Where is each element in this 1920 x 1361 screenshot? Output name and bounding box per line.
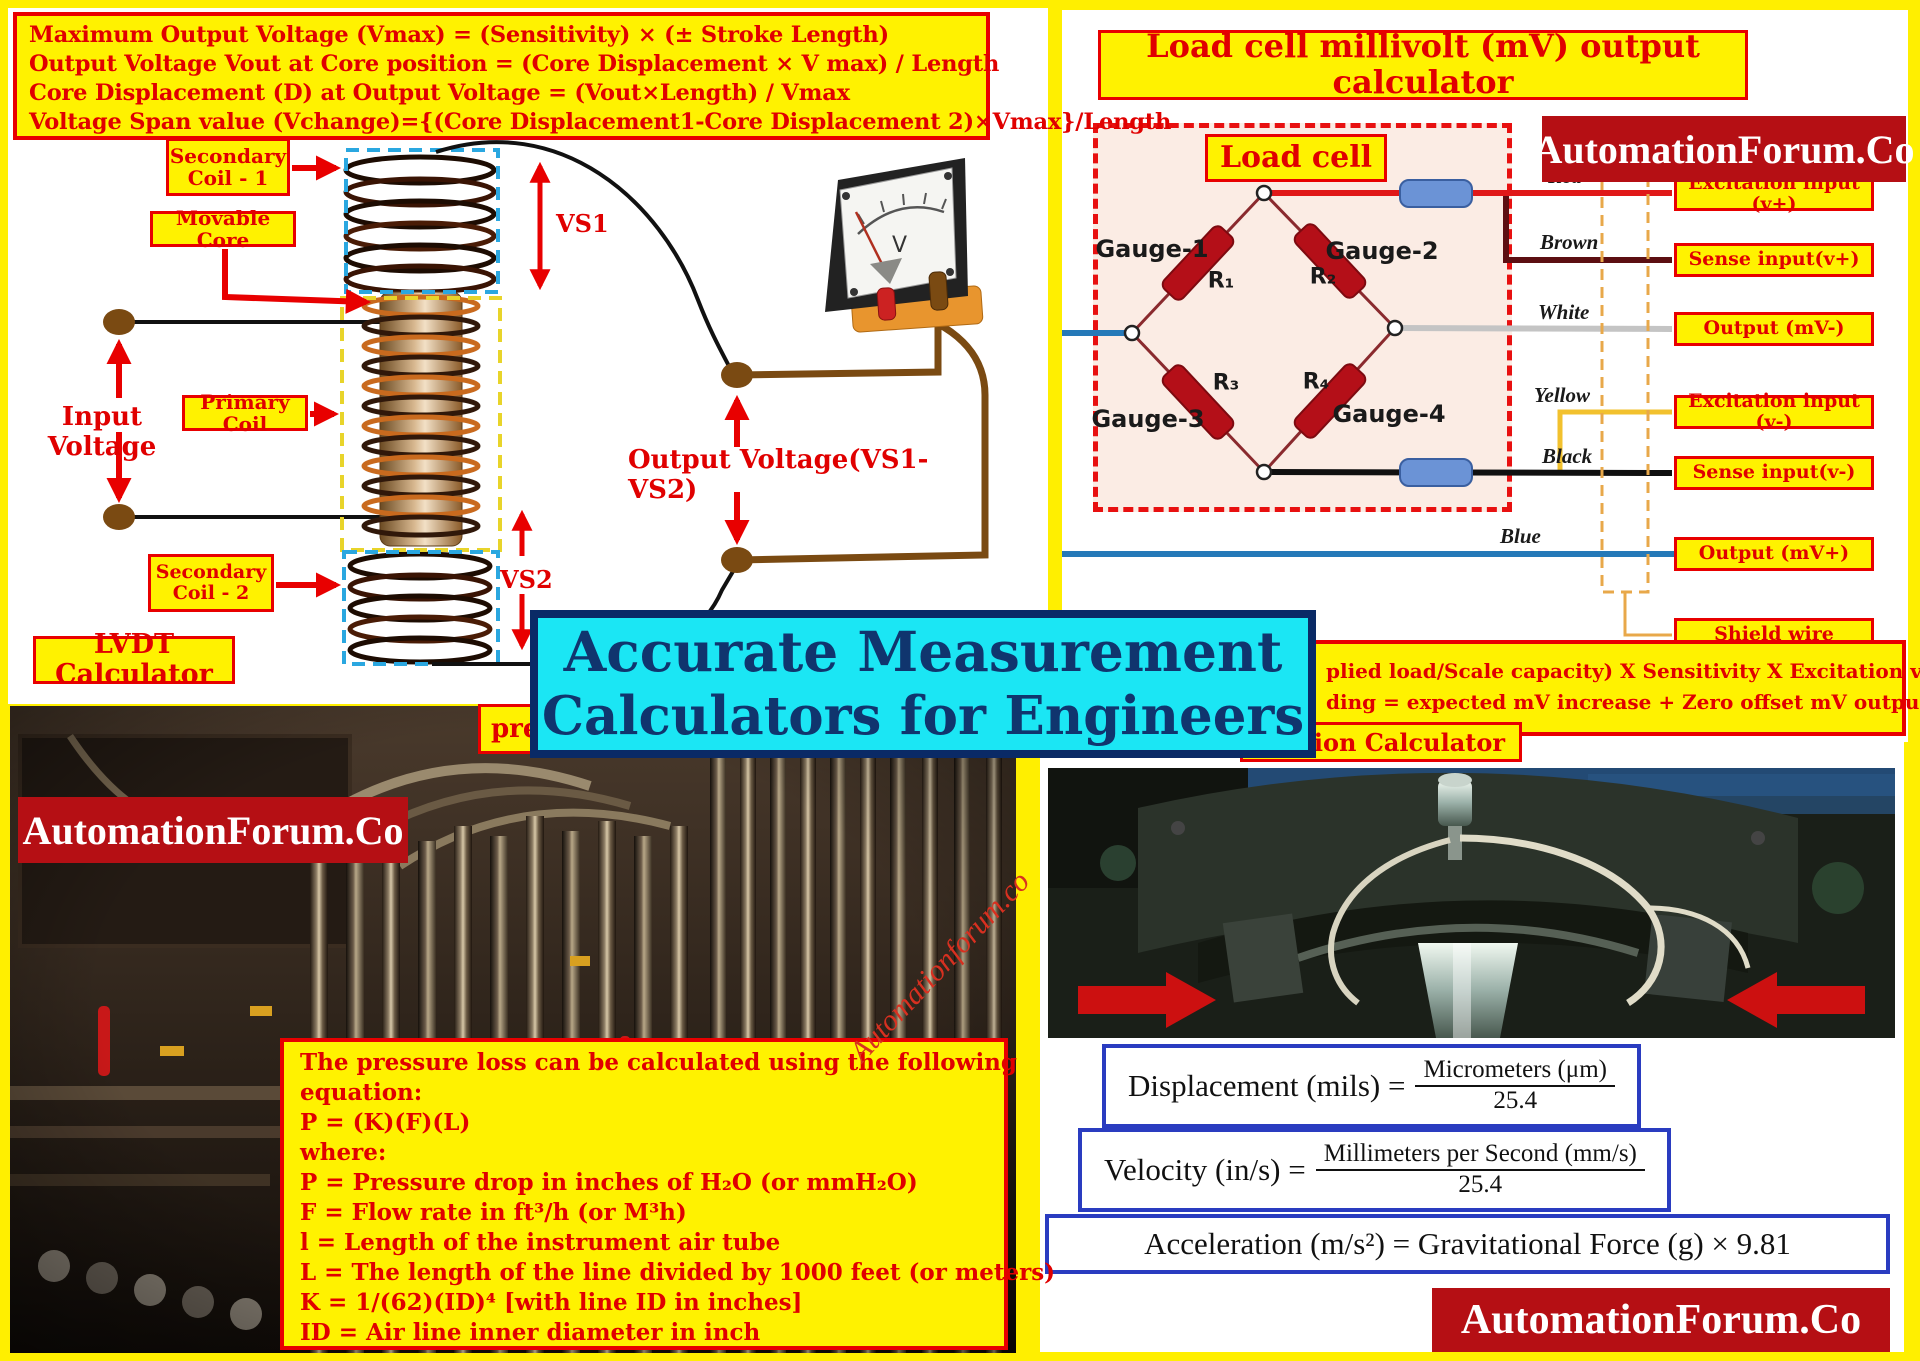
label-secondary-coil-1: Secondary Coil - 1 bbox=[166, 138, 290, 196]
displacement-formula: Displacement (mils) = Micrometers (μm) 2… bbox=[1102, 1044, 1641, 1128]
wire-name-black: Black bbox=[1542, 444, 1593, 468]
wire-blue bbox=[1062, 330, 1680, 557]
vibration-title-partial: sion Calculator bbox=[1240, 722, 1522, 762]
red-arrow-right bbox=[1727, 972, 1865, 1028]
terminal-sense-plus: Sense input(v+) bbox=[1674, 243, 1874, 277]
vs1-label: VS1 bbox=[555, 209, 609, 238]
fraction-numerator: Millimeters per Second (mm/s) bbox=[1315, 1140, 1645, 1171]
wire-name-blue: Blue bbox=[1500, 524, 1541, 548]
terminal-output-minus: Output (mV-) bbox=[1674, 312, 1874, 346]
r1-label: R₁ bbox=[1207, 268, 1235, 294]
velocity-fraction: Millimeters per Second (mm/s) 25.4 bbox=[1315, 1140, 1645, 1200]
pressure-line: where: bbox=[300, 1139, 387, 1166]
gauge-3-label: Gauge-3 bbox=[1091, 405, 1205, 433]
lvdt-formula-box: Maximum Output Voltage (Vmax) = (Sensiti… bbox=[13, 12, 1172, 140]
loadcell-formula-line: plied load/Scale capacity) X Sensitivity… bbox=[1326, 659, 1920, 683]
gauge-2-label: Gauge-2 bbox=[1325, 237, 1439, 265]
brand-banner-bottomleft: AutomationForum.Co bbox=[18, 797, 408, 863]
wire-yellow bbox=[1557, 409, 1672, 471]
center-banner: Accurate Measurement Calculators for Eng… bbox=[530, 610, 1316, 758]
pressure-line: equation: bbox=[300, 1079, 423, 1106]
label-primary-coil: Primary Coil bbox=[182, 390, 308, 435]
terminal-sense-minus: Sense input(v-) bbox=[1674, 456, 1874, 490]
secondary1-dashed-box bbox=[344, 148, 500, 294]
terminal-output-plus: Output (mV+) bbox=[1674, 537, 1874, 571]
label-movable-core: Movable Core bbox=[150, 206, 296, 251]
wire-white bbox=[1394, 325, 1673, 332]
wire-name-yellow: Yellow bbox=[1534, 383, 1590, 407]
velocity-formula: Velocity (in/s) = Millimeters per Second… bbox=[1078, 1128, 1671, 1212]
primary-dashed-box bbox=[340, 296, 502, 552]
secondary-coil-1 bbox=[343, 154, 497, 295]
label-input-voltage: Input Voltage bbox=[47, 402, 157, 462]
voltmeter-v-label: V bbox=[892, 233, 907, 258]
lvdt-title: LVDT Calculator bbox=[33, 629, 235, 690]
r4-label: R₄ bbox=[1302, 369, 1330, 395]
pressure-line: L = The length of the line divided by 10… bbox=[300, 1259, 1056, 1286]
pressure-line: l = Length of the instrument air tube bbox=[300, 1229, 781, 1256]
lvdt-formula-line: Maximum Output Voltage (Vmax) = (Sensiti… bbox=[29, 22, 889, 48]
label-secondary-coil-2: Secondary Coil - 2 bbox=[148, 554, 274, 612]
fraction-denominator: 25.4 bbox=[1493, 1086, 1538, 1114]
fraction-denominator: 25.4 bbox=[1458, 1170, 1503, 1198]
pressure-line: The pressure loss can be calculated usin… bbox=[300, 1049, 1017, 1076]
bridge-nodes bbox=[1123, 184, 1404, 481]
voltmeter: V bbox=[825, 158, 984, 333]
lvdt-formula-line: Output Voltage Vout at Core position = (… bbox=[29, 51, 1000, 77]
cable-connectors bbox=[1399, 179, 1473, 487]
acceleration-formula: Acceleration (m/s²) = Gravitational Forc… bbox=[1045, 1214, 1890, 1274]
vs2-label: VS2 bbox=[499, 565, 553, 594]
wire-name-brown: Brown bbox=[1540, 230, 1599, 254]
label-output-voltage: Output Voltage(VS1- VS2) bbox=[628, 445, 929, 505]
label-arrows bbox=[222, 155, 372, 598]
fraction-numerator: Micrometers (μm) bbox=[1415, 1056, 1615, 1087]
pressure-line: P = Pressure drop in inches of H₂O (or m… bbox=[300, 1169, 918, 1196]
secondary2-dashed-box bbox=[342, 550, 500, 666]
displacement-lhs: Displacement (mils) = bbox=[1128, 1067, 1406, 1103]
shield-wire-line bbox=[1623, 592, 1672, 637]
gauge-4-label: Gauge-4 bbox=[1332, 400, 1446, 428]
pressure-line: F = Flow rate in ft³/h (or M³h) bbox=[300, 1199, 687, 1226]
velocity-lhs: Velocity (in/s) = bbox=[1104, 1151, 1306, 1187]
lvdt-diagram: VS1 VS2 V bbox=[103, 140, 989, 666]
strain-gauges bbox=[1161, 223, 1367, 440]
pressure-line: P = (K)(F)(L) bbox=[300, 1109, 471, 1136]
terminal-excitation-plus: Excitation input (v+) bbox=[1674, 172, 1874, 215]
pressure-equation-box: The pressure loss can be calculated usin… bbox=[280, 1038, 1056, 1350]
r2-label: R₂ bbox=[1309, 264, 1337, 290]
wire-name-white: White bbox=[1538, 300, 1590, 324]
loadcell-title: Load cell millivolt (mV) output calculat… bbox=[1098, 28, 1748, 100]
red-arrow-left bbox=[1078, 972, 1216, 1028]
pressure-line: ID = Air line inner diameter in inch bbox=[300, 1319, 761, 1346]
brand-banner-bottomright: AutomationForum.Co bbox=[1432, 1288, 1890, 1352]
loadcell-box-title: Load cell bbox=[1205, 134, 1387, 182]
terminal-excitation-minus: Excitation input (v-) bbox=[1674, 390, 1874, 433]
primary-coil-winding bbox=[361, 294, 481, 538]
displacement-fraction: Micrometers (μm) 25.4 bbox=[1415, 1056, 1615, 1116]
loadcell-formula-line: ding = expected mV increase + Zero offse… bbox=[1326, 690, 1920, 714]
brand-banner-topright: AutomationForum.Co bbox=[1533, 116, 1915, 182]
wire-brown bbox=[1503, 196, 1672, 263]
gauge-1-label: Gauge-1 bbox=[1095, 235, 1209, 263]
banner-line-1: Accurate Measurement bbox=[563, 619, 1283, 684]
banner-line-2: Calculators for Engineers bbox=[541, 685, 1305, 747]
shield-dashed-box bbox=[1600, 166, 1650, 594]
r3-label: R₃ bbox=[1212, 370, 1240, 396]
lvdt-formula-line: Voltage Span value (Vchange)={(Core Disp… bbox=[29, 109, 1172, 135]
secondary-coil-2 bbox=[347, 551, 493, 665]
input-wires bbox=[103, 309, 380, 530]
lvdt-formula-line: Core Displacement (D) at Output Voltage … bbox=[29, 80, 850, 106]
pressure-line: K = 1/(62)(ID)⁴ [with line ID in inches] bbox=[300, 1289, 803, 1316]
machine-photo bbox=[1048, 768, 1895, 1038]
bridge-diagram bbox=[1062, 166, 1680, 637]
